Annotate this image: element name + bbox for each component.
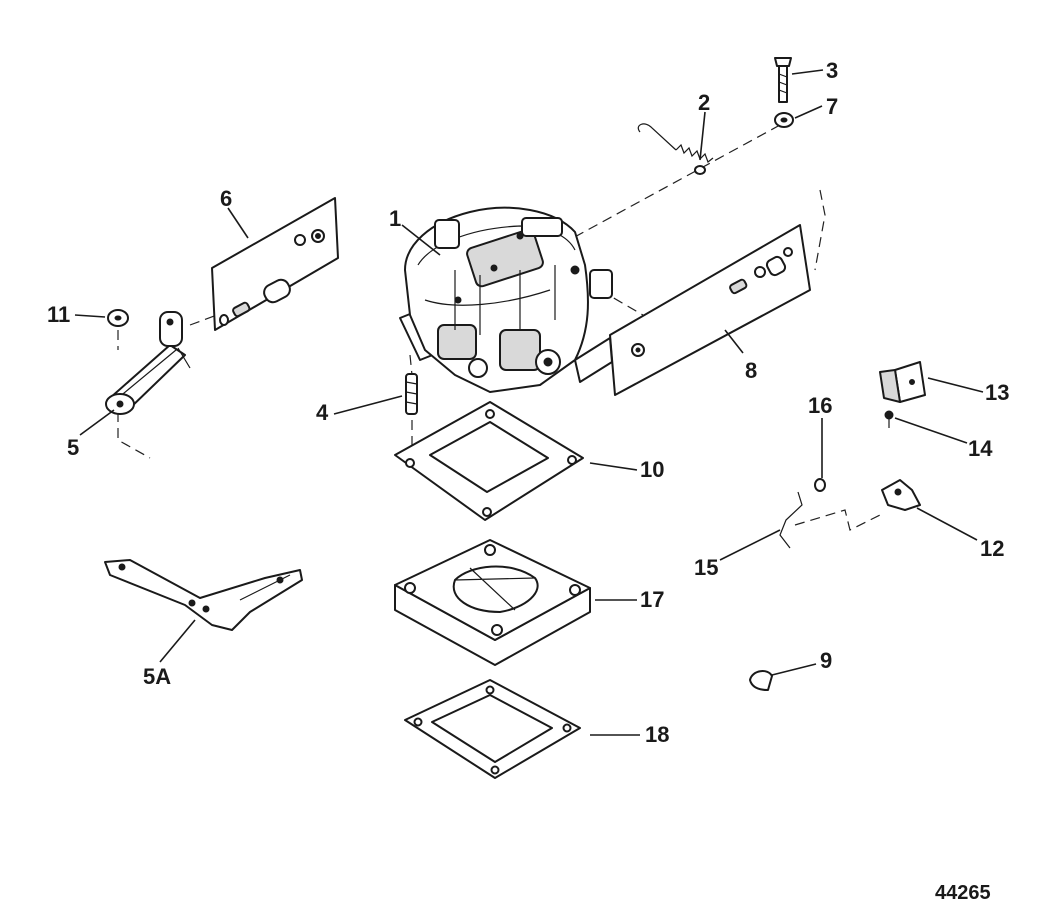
leader-lines [74, 69, 984, 736]
callout-5a: 5A [143, 664, 171, 689]
callout-9: 9 [820, 648, 832, 673]
callout-16: 16 [808, 393, 832, 418]
callout-14: 14 [968, 436, 993, 461]
callout-11: 11 [47, 302, 70, 327]
part-16-clip [814, 478, 826, 492]
callout-18: 18 [645, 722, 669, 747]
part-13-switch [879, 361, 926, 403]
callout-15: 15 [694, 555, 718, 580]
part-8-seal-kit-card [609, 224, 811, 396]
callout-2: 2 [698, 90, 710, 115]
part-1-carburetor [399, 206, 613, 393]
part-6-seal-kit-card [211, 197, 339, 331]
callout-3: 3 [826, 58, 838, 83]
callout-6: 6 [220, 186, 232, 211]
part-9-plug [749, 670, 773, 691]
callout-7: 7 [826, 94, 838, 119]
part-15-rod [779, 491, 803, 549]
part-11-nut [107, 309, 129, 327]
part-18-gasket [404, 679, 581, 779]
part-10-gasket [394, 401, 584, 521]
part-3-bolt [774, 57, 792, 103]
part-4-stud [405, 373, 418, 415]
part-5-throttle-lever [105, 311, 191, 415]
callout-13: 13 [985, 380, 1009, 405]
figure-number: 44265 [935, 882, 991, 904]
part-2-spring [637, 123, 714, 175]
part-7-washer [774, 112, 794, 128]
callout-1: 1 [389, 206, 401, 231]
callout-5: 5 [67, 435, 79, 460]
callout-8: 8 [745, 358, 757, 383]
callout-labels: 1 2 3 7 6 8 4 5 11 10 17 18 5A 13 14 16 … [47, 58, 1009, 747]
part-14-screw [884, 410, 894, 428]
callout-4: 4 [316, 400, 329, 425]
part-5a-bracket [104, 559, 303, 631]
callout-10: 10 [640, 457, 664, 482]
callout-17: 17 [640, 587, 664, 612]
part-12-bracket [881, 479, 921, 511]
callout-12: 12 [980, 536, 1004, 561]
part-17-spacer [394, 539, 591, 666]
